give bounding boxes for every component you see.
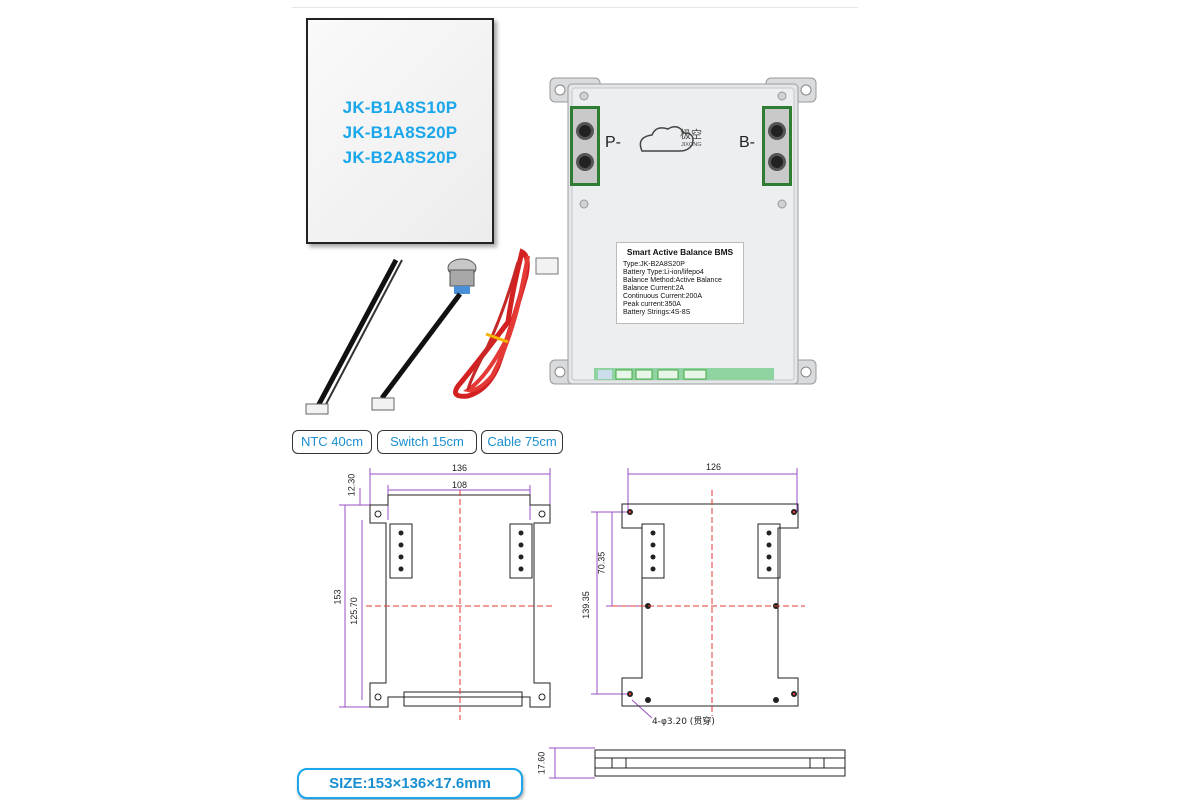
model-name: JK-B1A8S20P [342, 123, 458, 142]
spec-line: Continuous Current:200A [623, 293, 702, 300]
size-text: SIZE:153×136×17.6mm [329, 775, 491, 792]
dim-front-inner-height: 125.70 [348, 597, 359, 625]
accessory-label-switch: Switch 15cm [377, 430, 477, 454]
dim-back-width: 126 [706, 462, 722, 472]
terminal-label-b: B- [739, 134, 755, 151]
dim-thickness: 17.60 [536, 751, 547, 775]
spec-label-title: Smart Active Balance BMS [626, 247, 734, 257]
model-name: JK-B1A8S10P [342, 98, 458, 117]
model-list-card: JK-B1A8S10P JK-B1A8S20P JK-B2A8S20P [306, 18, 494, 244]
spec-line: Balance Current:2A [623, 285, 685, 292]
dim-front-width: 136 [452, 463, 468, 473]
spec-line: Battery Type:Li-ion/lifepo4 [623, 269, 704, 276]
brand-cn: 极空 [680, 128, 702, 141]
accessory-label-cable: Cable 75cm [481, 430, 563, 454]
dim-front-tab: 12.30 [346, 473, 357, 497]
dim-front-height: 153 [332, 589, 343, 605]
dim-back-height: 139.35 [580, 591, 591, 619]
spec-label: Smart Active Balance BMS Type:JK-B2A8S20… [616, 242, 744, 324]
accessory-label-ntc: NTC 40cm [292, 430, 372, 454]
model-name: JK-B2A8S20P [342, 148, 458, 167]
dim-front-inner-width: 108 [452, 480, 468, 490]
terminal-label-p: P- [605, 134, 621, 151]
dim-hole-note: 4-φ3.20 (贯穿) [652, 717, 715, 727]
spec-line: Peak current:350A [623, 301, 681, 308]
top-divider [292, 7, 858, 8]
spec-line: Type:JK-B2A8S20P [623, 261, 685, 268]
brand-en: JIXONG [681, 142, 702, 148]
accessories-image [305, 248, 559, 415]
spec-line: Balance Method:Active Balance [623, 277, 722, 284]
dim-back-upper-height: 70.35 [596, 551, 607, 575]
spec-line: Battery Strings:4S-8S [623, 309, 691, 316]
size-badge: SIZE:153×136×17.6mm [297, 768, 523, 799]
